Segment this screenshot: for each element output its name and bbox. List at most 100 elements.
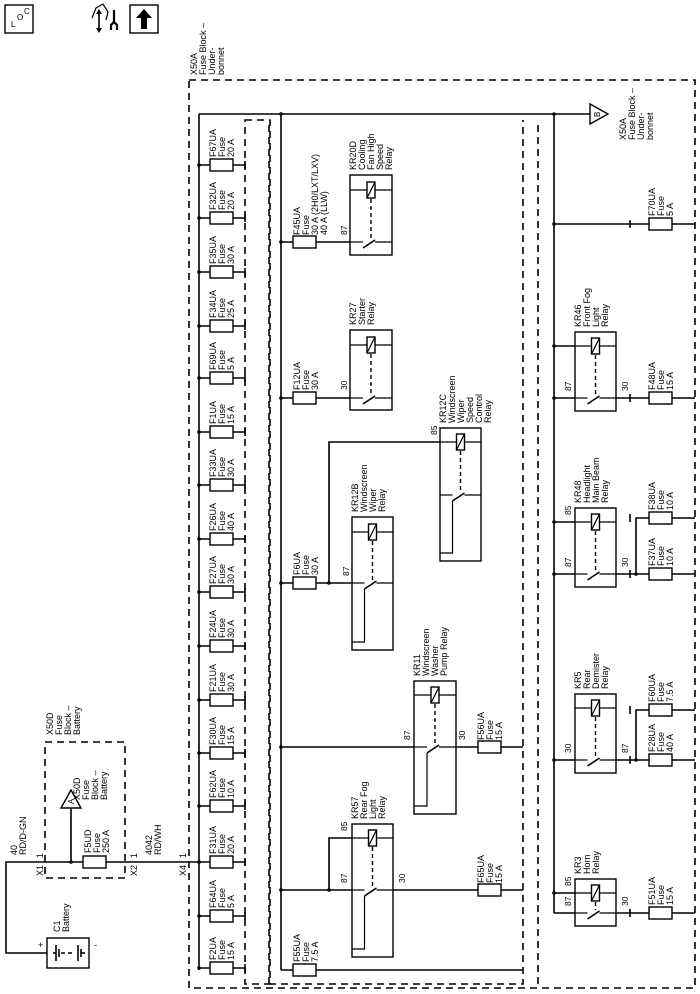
relay-kr46-label-line: Front Fog — [582, 288, 592, 327]
relay-kr57-label-line: Light — [368, 799, 378, 819]
svg-text:F5UD: F5UD — [83, 829, 93, 853]
svg-text:Fuse: Fuse — [217, 244, 227, 264]
svg-text:F64UA: F64UA — [208, 880, 218, 908]
svg-text:1: 1 — [129, 853, 139, 858]
svg-text:Fuse: Fuse — [217, 350, 227, 370]
fuse-symbol — [209, 693, 234, 707]
fuse-symbol — [209, 371, 234, 385]
fuse-f45ua-label-line: 40 A (LLW) — [319, 191, 329, 235]
fuse-f37ua-label-line: Fuse — [656, 546, 666, 566]
relay-switch-icon — [587, 395, 600, 405]
pin-30-kr46: 30 — [620, 381, 630, 391]
connector-x2: X2 1 — [129, 853, 139, 876]
service-info-icon[interactable] — [91, 3, 119, 33]
relay-kr12b-label-line: Windscreen — [359, 464, 369, 512]
fuse-f37ua-label-line: 10 A — [665, 548, 675, 566]
fuse-symbol — [209, 158, 234, 172]
svg-text:30 A: 30 A — [226, 674, 236, 692]
pin-30-kr3: 30 — [620, 896, 630, 906]
relay-kr57-label-line: KR57 — [350, 796, 360, 819]
pin-30-kr27: 30 — [339, 380, 349, 390]
x50a-ref-b: B X50A Fuse Block – Under- bonnet — [589, 88, 655, 140]
svg-text:F34UA: F34UA — [208, 290, 218, 318]
relay-kr12c-label-line: Relay — [483, 399, 493, 423]
battery-feed-wire — [5, 861, 175, 954]
svg-text:1: 1 — [178, 853, 188, 858]
relay-kr57-label-line: Rear Fog — [359, 781, 369, 819]
svg-text:5 A: 5 A — [226, 895, 236, 908]
relay-kr27-label-line: KR27 — [348, 302, 358, 325]
svg-text:F67UA: F67UA — [208, 129, 218, 157]
pin-87-kr48: 87 — [563, 557, 573, 567]
svg-text:Fuse: Fuse — [217, 834, 227, 854]
fuse-f6ua-label-line: Fuse — [301, 555, 311, 575]
svg-text:X50A: X50A — [618, 118, 628, 140]
fuse-f12ua — [292, 391, 317, 405]
svg-text:30 A: 30 A — [226, 620, 236, 638]
relay-kr12c — [439, 427, 482, 562]
fuse-f65ua-label-line: Fuse — [485, 863, 495, 883]
svg-text:F24UA: F24UA — [208, 610, 218, 638]
fuse-f55ua — [292, 963, 317, 977]
pin-30-kr57: 30 — [397, 873, 407, 883]
location-icon[interactable]: L O C — [4, 4, 34, 34]
relay-switch-icon — [587, 571, 600, 581]
relay-kr20d — [349, 174, 393, 256]
relay-kr27-label-line: Starter — [357, 298, 367, 325]
fuse-f70ua-label-line: F70UA — [647, 188, 657, 216]
fuse-symbol — [209, 319, 234, 333]
svg-text:F21UA: F21UA — [208, 664, 218, 692]
svg-text:F32UA: F32UA — [208, 182, 218, 210]
svg-text:Fuse: Fuse — [217, 298, 227, 318]
fuse-symbol — [209, 855, 234, 869]
svg-text:F27UA: F27UA — [208, 556, 218, 584]
svg-text:30 A: 30 A — [226, 566, 236, 584]
relay-kr3-label-line: Relay — [591, 850, 601, 874]
svg-text:Block –: Block – — [90, 770, 100, 800]
svg-text:25 A: 25 A — [226, 300, 236, 318]
svg-text:F35UA: F35UA — [208, 236, 218, 264]
relay-kr12c-label-line: KR12C — [438, 393, 448, 423]
fuse-symbol — [209, 746, 234, 760]
fuse-symbol — [209, 425, 234, 439]
pin-87-kr11: 87 — [402, 730, 412, 740]
svg-text:40: 40 — [9, 845, 19, 855]
relay-kr12c-label-line: Control — [474, 394, 484, 423]
svg-text:30 A: 30 A — [226, 459, 236, 477]
svg-text:Fuse: Fuse — [217, 725, 227, 745]
svg-text:Fuse: Fuse — [217, 940, 227, 960]
svg-text:X4: X4 — [178, 865, 188, 876]
fuse-f60ua-label-line: F60UA — [647, 674, 657, 702]
svg-text:Block –: Block – — [63, 705, 73, 735]
fuse-symbol — [209, 639, 234, 653]
fuse-f45ua-label-line: F45UA — [292, 207, 302, 235]
fuse-f38ua-label-line: F38UA — [647, 482, 657, 510]
connector-x4: X4 1 — [178, 853, 188, 876]
relay-kr20d-label-line: Fan High — [366, 133, 376, 170]
svg-text:X2: X2 — [129, 865, 139, 876]
battery-id: C1 — [52, 920, 62, 932]
svg-text:A: A — [67, 798, 76, 804]
fuse-symbol — [209, 265, 234, 279]
up-arrow-icon[interactable] — [129, 4, 159, 34]
fuse-f70ua-label-line: 5 A — [665, 203, 675, 216]
svg-text:20 A: 20 A — [226, 836, 236, 854]
fuse-f60ua-label-line: Fuse — [656, 682, 666, 702]
